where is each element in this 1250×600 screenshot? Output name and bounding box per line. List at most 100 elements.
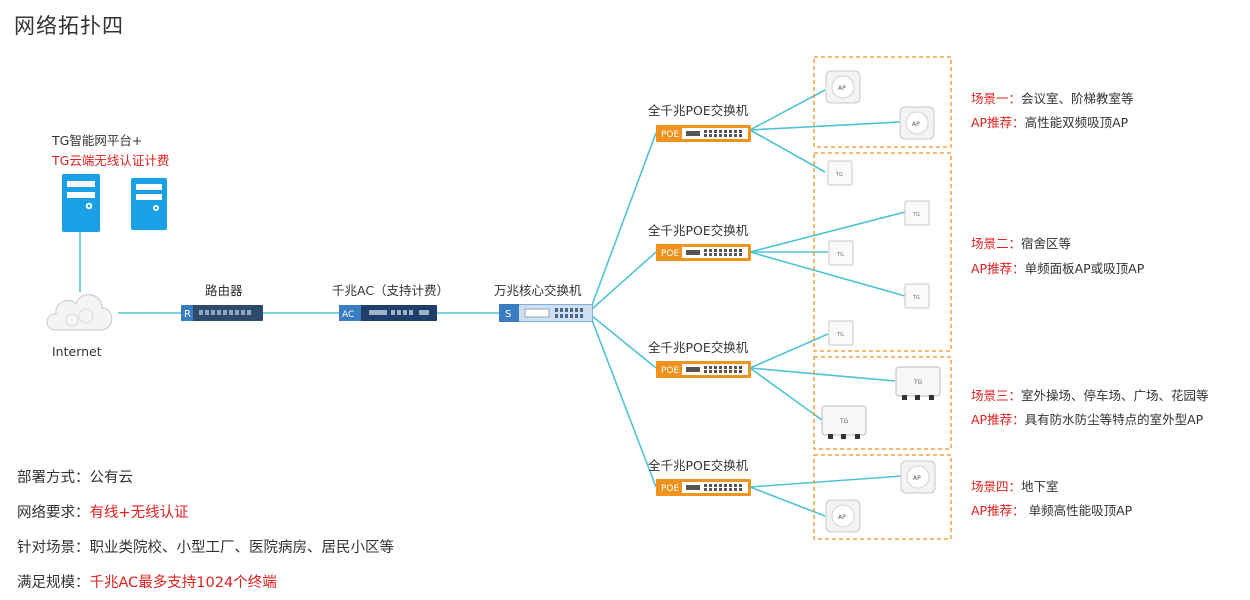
info-deployment: 部署方式：公有云 xyxy=(17,466,133,487)
scene-value: 室外操场、停车场、广场、花园等 xyxy=(1021,388,1209,403)
info-key: 针对场景： xyxy=(17,540,90,556)
ap-key: AP推荐： xyxy=(971,412,1025,427)
router-ports xyxy=(199,310,251,315)
router-label: 路由器 xyxy=(205,283,243,298)
scene-2-title: 场景二：宿舍区等 xyxy=(971,233,1071,252)
connection-lines xyxy=(79,89,906,517)
ap-value: 高性能双频吸顶AP xyxy=(1024,115,1129,130)
ceiling-ap-icon: AP xyxy=(899,106,935,140)
scene1-box xyxy=(813,56,952,148)
link-poe3-ap2 xyxy=(749,367,896,382)
scene-key: 场景三： xyxy=(971,388,1022,403)
scene-1-ap: AP推荐：高性能双频吸顶AP xyxy=(971,112,1128,131)
server-icon xyxy=(62,174,100,232)
ap-key: AP推荐： xyxy=(971,261,1025,276)
svg-text:TG: TG xyxy=(836,252,844,258)
scene2-box xyxy=(813,152,952,352)
info-key: 网络要求： xyxy=(17,505,90,521)
ap-value: 单频面板AP或吸顶AP xyxy=(1024,261,1145,276)
scene-value: 宿舍区等 xyxy=(1021,236,1072,251)
core-switch-device: S xyxy=(499,304,593,322)
info-scale: 满足规模：千兆AC最多支持1024个终端 xyxy=(17,571,277,592)
info-value: 公有云 xyxy=(89,470,134,486)
ceiling-ap-icon: AP xyxy=(900,460,936,494)
ap-value: 具有防水防尘等特点的室外型AP xyxy=(1024,412,1204,427)
page-title: 网络拓扑四 xyxy=(14,14,124,38)
server-icon xyxy=(131,178,167,230)
ap-value: 单频高性能吸顶AP xyxy=(1024,503,1133,518)
link-core-poe4 xyxy=(591,319,657,488)
ceiling-ap-icon: AP xyxy=(825,70,861,104)
panel-ap-icon: TG xyxy=(827,160,853,186)
link-poe1-ap1 xyxy=(749,89,826,131)
poe-badge: POE xyxy=(661,130,680,140)
core-switch-label: 万兆核心交换机 xyxy=(494,283,582,298)
ac-badge: AC xyxy=(342,310,354,320)
info-value: 有线+无线认证 xyxy=(89,505,189,521)
svg-text:AP: AP xyxy=(838,85,846,92)
poe-switch-4-label: 全千兆POE交换机 xyxy=(648,458,749,473)
link-poe1-ap3 xyxy=(749,129,826,173)
link-poe4-ap2 xyxy=(749,486,826,517)
info-target-scenarios: 针对场景：职业类院校、小型工厂、医院病房、居民小区等 xyxy=(17,536,394,557)
link-poe3-ap1 xyxy=(749,333,829,369)
ap-key: AP推荐： xyxy=(971,115,1025,130)
scene4-box xyxy=(813,454,952,540)
link-poe2-ap1 xyxy=(749,211,906,253)
link-poe2-ap3 xyxy=(749,251,906,297)
scene-boxes xyxy=(813,56,952,540)
ceiling-ap-icon: AP xyxy=(825,499,861,533)
svg-text:TG: TG xyxy=(839,418,849,425)
svg-text:AP: AP xyxy=(838,514,846,521)
link-poe1-ap2 xyxy=(749,121,901,131)
scene-1-title: 场景一：会议室、阶梯教室等 xyxy=(971,88,1134,107)
ac-device: AC xyxy=(339,305,437,321)
ac-label: 千兆AC（支持计费） xyxy=(332,283,450,298)
cloud-icon xyxy=(46,294,113,331)
ap-key: AP推荐： xyxy=(971,503,1025,518)
scene-3-title: 场景三：室外操场、停车场、广场、花园等 xyxy=(971,385,1209,404)
svg-text:AP: AP xyxy=(912,121,920,128)
scene3-box xyxy=(813,356,952,450)
scene-value: 地下室 xyxy=(1021,479,1059,494)
link-poe3-ap3 xyxy=(749,367,823,421)
info-key: 满足规模： xyxy=(17,575,90,591)
panel-ap-icon: TG xyxy=(828,320,854,346)
poe-badge: POE xyxy=(661,249,680,259)
scene-key: 场景四： xyxy=(971,479,1022,494)
link-poe4-ap1 xyxy=(749,475,903,488)
panel-ap-icon: TG xyxy=(904,283,930,309)
poe-switch-3: POE xyxy=(656,361,751,378)
svg-text:TG: TG xyxy=(836,332,844,338)
server-group xyxy=(62,174,167,232)
outdoor-ap-icon: TG xyxy=(895,366,941,400)
info-network-requirement: 网络要求：有线+无线认证 xyxy=(17,501,189,522)
router-badge: R xyxy=(184,309,191,320)
poe-switch-1-label: 全千兆POE交换机 xyxy=(648,103,749,118)
poe-switch-2: POE xyxy=(656,244,751,261)
scene-2-ap: AP推荐：单频面板AP或吸顶AP xyxy=(971,258,1144,277)
core-badge: S xyxy=(505,309,511,320)
poe-switch-1: POE xyxy=(656,125,751,142)
poe-badge: POE xyxy=(661,366,680,376)
panel-ap-icon: TG xyxy=(828,240,854,266)
platform-label: TG智能网平台+ xyxy=(52,133,143,148)
poe-switch-3-label: 全千兆POE交换机 xyxy=(648,340,749,355)
svg-text:TG: TG xyxy=(912,295,920,301)
svg-text:TG: TG xyxy=(912,212,920,218)
link-core-poe3 xyxy=(591,315,657,369)
scene-4-title: 场景四：地下室 xyxy=(971,476,1059,495)
info-key: 部署方式： xyxy=(17,470,90,486)
svg-text:TG: TG xyxy=(913,379,923,386)
scene-value: 会议室、阶梯教室等 xyxy=(1021,91,1134,106)
info-value: 职业类院校、小型工厂、医院病房、居民小区等 xyxy=(89,540,395,556)
internet-label: Internet xyxy=(52,344,102,359)
poe-badge: POE xyxy=(661,484,680,494)
svg-text:TG: TG xyxy=(835,172,843,178)
scene-3-ap: AP推荐：具有防水防尘等特点的室外型AP xyxy=(971,409,1203,428)
svg-text:AP: AP xyxy=(913,475,921,482)
panel-ap-icon: TG xyxy=(904,200,930,226)
outdoor-ap-icon: TG xyxy=(821,405,867,439)
platform-billing-label: TG云端无线认证计费 xyxy=(52,153,170,168)
